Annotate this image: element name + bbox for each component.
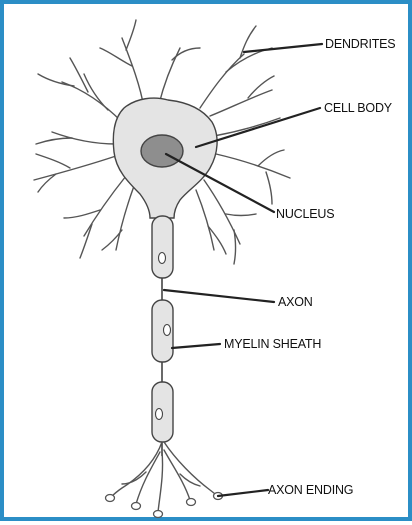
nucleus: [141, 135, 183, 167]
label-axon-ending: AXON ENDING: [268, 483, 353, 497]
label-axon: AXON: [278, 295, 313, 309]
neuron-diagram: DENDRITES CELL BODY NUCLEUS AXON MYELIN …: [4, 4, 412, 525]
schwann-nucleus-3: [156, 409, 163, 420]
terminal-knobs: [106, 493, 223, 518]
leader-axon: [164, 290, 274, 302]
label-nucleus: NUCLEUS: [276, 207, 334, 221]
schwann-nucleus-1: [159, 253, 166, 264]
label-myelin-sheath: MYELIN SHEATH: [224, 337, 321, 351]
label-cell-body: CELL BODY: [324, 101, 393, 115]
myelin-sheath-segments: [152, 216, 173, 442]
leader-dendrites: [244, 44, 322, 52]
label-dendrites: DENDRITES: [325, 37, 395, 51]
axon-terminals: [110, 442, 218, 512]
schwann-nucleus-2: [164, 325, 171, 336]
leader-axon-ending: [218, 490, 268, 496]
myelin-segment-1: [152, 216, 173, 278]
leader-myelin-sheath: [172, 344, 220, 348]
